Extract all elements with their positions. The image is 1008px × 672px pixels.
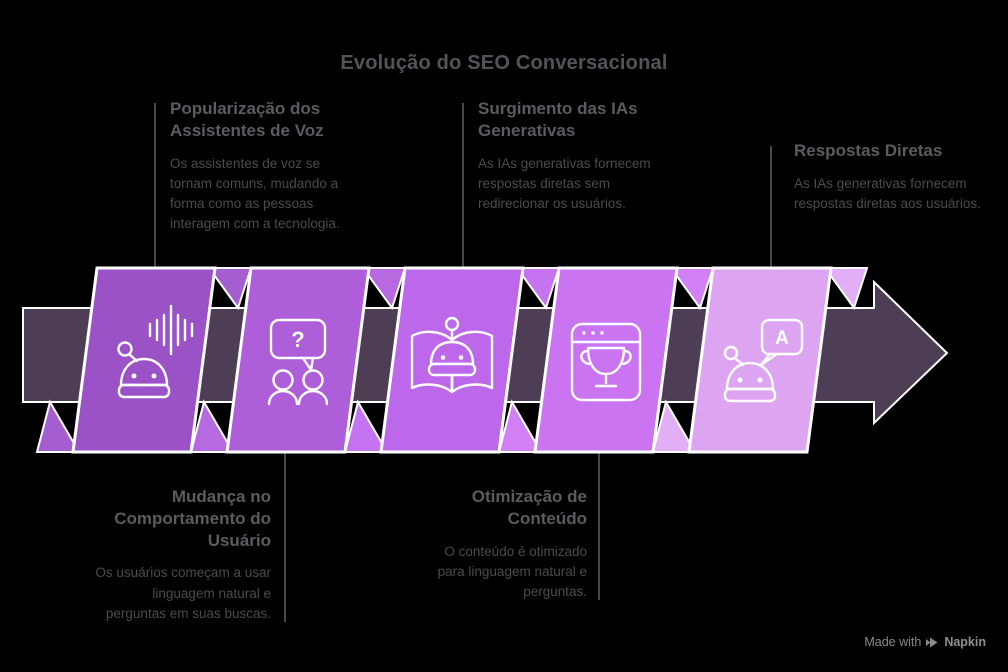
step-3-heading: Surgimento das IAs Generativas (478, 99, 638, 140)
step-4-body: O conteúdo é otimizado para linguagem na… (437, 543, 587, 600)
step-1-heading: Popularização dos Assistentes de Voz (170, 99, 324, 140)
step-card-2 (225, 266, 371, 454)
voice-assistant-robot-soundwave-icon (117, 304, 194, 399)
step-4-heading: Otimização de Conteúdo (471, 487, 587, 528)
fold-top-2 (361, 267, 407, 311)
robot-open-book-icon (410, 316, 494, 394)
connector-lines (154, 103, 772, 622)
fold-top-4 (669, 267, 715, 311)
step-5-heading: Respostas Diretas (794, 141, 943, 160)
made-with-napkin-badge[interactable]: Made with Napkin (864, 635, 986, 649)
napkin-brand-label: Napkin (944, 635, 986, 649)
ribbon-top-folds (207, 267, 869, 311)
fold-bottom-4 (497, 399, 543, 453)
robot-answer-bubble-icon: A (723, 318, 804, 403)
step-1-text-block: Popularização dos Assistentes de Voz Os … (170, 98, 360, 235)
step-2-body: Os usuários começam a usar linguagem nat… (95, 565, 271, 621)
step-card-4 (533, 266, 679, 454)
step-card-5 (687, 266, 833, 454)
step-5-body: As IAs generativas fornecem respostas di… (794, 175, 981, 211)
page-title: Evolução do SEO Conversacional (340, 52, 668, 74)
fold-bottom-3 (343, 399, 389, 453)
people-question-bubble-icon: ? (267, 318, 329, 406)
step-cards (71, 266, 833, 454)
fold-bottom-1 (35, 399, 81, 453)
fold-top-1 (207, 267, 253, 311)
fold-bottom-5 (651, 399, 697, 453)
step-1-body: Os assistentes de voz se tornam comuns, … (170, 155, 340, 232)
ribbon-bottom-folds (35, 399, 697, 453)
fold-bottom-2 (189, 399, 235, 453)
fold-top-3 (515, 267, 561, 311)
fold-top-5 (823, 267, 869, 311)
step-2-heading: Mudança no Comportamento do Usuário (114, 487, 271, 550)
made-with-label: Made with (864, 635, 922, 649)
step-3-text-block: Surgimento das IAs Generativas As IAs ge… (478, 98, 673, 214)
answer-letter-glyph: A (775, 328, 789, 349)
step-3-body: As IAs generativas fornecem respostas di… (478, 155, 651, 212)
browser-trophy-icon (570, 322, 642, 402)
step-4-text-block: Otimização de Conteúdo O conteúdo é otim… (420, 486, 587, 602)
question-mark-glyph: ? (291, 327, 304, 352)
step-2-text-block: Mudança no Comportamento do Usuário Os u… (91, 486, 271, 624)
step-5-text-block: Respostas Diretas As IAs generativas for… (794, 140, 986, 214)
napkin-logo-icon (926, 637, 938, 647)
